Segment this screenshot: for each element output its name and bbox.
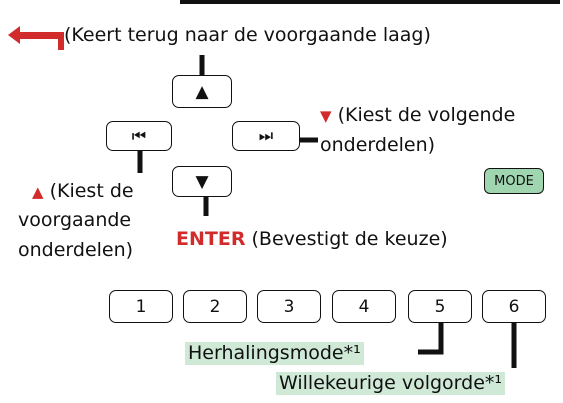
number-key-2[interactable]: 2 [183, 290, 247, 323]
up-arrow-icon: ▲ [195, 81, 209, 102]
previous-marker: ▲ [32, 183, 44, 201]
number-key-6[interactable]: 6 [482, 290, 546, 323]
enter-description: ENTER (Bevestigt de keuze) [176, 228, 448, 251]
shuffle-label: Willekeurige volgorde*¹ [276, 372, 506, 395]
previous-label-line2: voorgaande [18, 209, 132, 231]
down-arrow-icon: ▼ [195, 171, 209, 192]
previous-track-icon: ⏮ [131, 126, 147, 145]
next-label-line2: onderdelen) [320, 134, 436, 156]
down-button[interactable]: ▼ [172, 166, 232, 197]
enter-word: ENTER [176, 228, 246, 250]
next-track-icon: ⏭ [258, 126, 274, 145]
repeat-mode-label: Herhalingsmode*¹ [185, 342, 364, 365]
previous-label-line3: onderdelen) [18, 239, 134, 261]
number-key-4[interactable]: 4 [332, 290, 396, 323]
previous-button[interactable]: ⏮ [106, 121, 172, 151]
number-key-5[interactable]: 5 [408, 290, 472, 323]
next-description: ▼ (Kiest de volgende [320, 104, 515, 128]
previous-description: ▲ (Kiest de [32, 180, 134, 204]
previous-label-line1: (Kiest de [49, 180, 134, 202]
next-button[interactable]: ⏭ [232, 121, 300, 151]
up-button[interactable]: ▲ [172, 75, 232, 108]
next-label-line1: (Kiest de volgende [337, 104, 516, 126]
number-key-1[interactable]: 1 [109, 290, 173, 323]
number-key-3[interactable]: 3 [257, 290, 321, 323]
enter-desc: (Bevestigt de keuze) [251, 228, 448, 250]
next-marker: ▼ [320, 107, 332, 125]
back-arrow-icon [8, 26, 64, 50]
mode-button[interactable]: MODE [484, 168, 544, 194]
header-rule [180, 0, 560, 4]
back-label: (Keert terug naar de voorgaande laag) [64, 24, 431, 46]
